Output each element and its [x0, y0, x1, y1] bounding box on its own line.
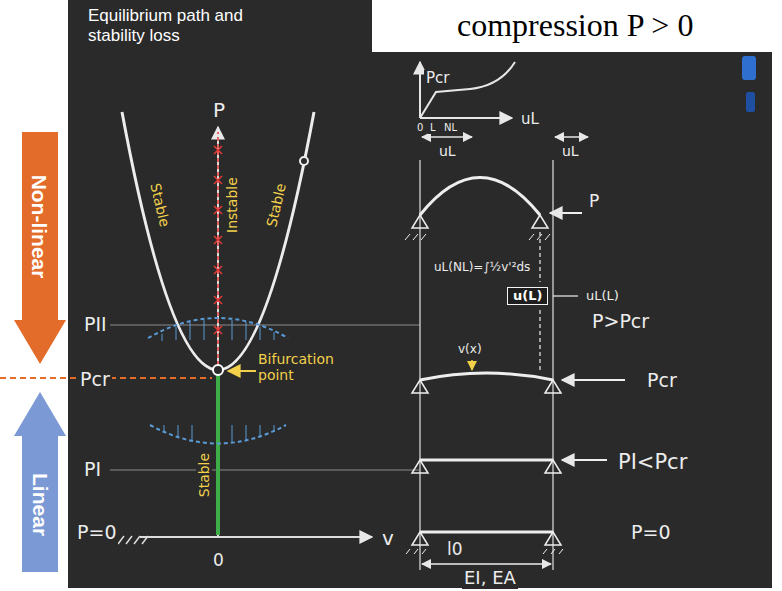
load-level: Pcr: [78, 369, 112, 391]
nonlinear-arrow: Non-linear: [14, 132, 66, 364]
critical-beam: [471, 360, 473, 370]
equilibrium-parabola: [122, 112, 314, 370]
unloaded-beam: [406, 549, 563, 554]
heading-label: compression P > 0: [455, 7, 695, 44]
displacement-box: u(L): [507, 287, 548, 305]
axis-label: uL: [519, 111, 541, 128]
load-level: PI<Pcr: [616, 450, 689, 474]
axis-tick: NL: [442, 122, 459, 134]
buckled-beam: [405, 234, 550, 240]
load-displacement-graph: [420, 117, 512, 119]
deflection-label: v(x): [456, 343, 484, 357]
load-level: P=0: [629, 522, 672, 544]
precritical-beam: [562, 459, 607, 461]
load-displacement-graph: [555, 136, 588, 138]
load-level: Pcr: [645, 370, 679, 392]
linear-arrow: Linear: [14, 392, 66, 572]
critical-beam: [562, 379, 625, 381]
buckled-beam: [412, 215, 548, 228]
buckled-beam: [553, 295, 578, 296]
axis-label: P: [211, 99, 227, 122]
stable-branch: [216, 374, 220, 535]
level-lines: [110, 325, 420, 470]
stable-branch: [218, 374, 219, 535]
blue-marker: [746, 92, 755, 112]
linear-arrow-shape: [14, 392, 66, 572]
stability-label: Stable: [196, 451, 212, 499]
critical-beam: [412, 360, 625, 393]
buckled-beam: [420, 178, 540, 216]
load-level: PII: [82, 314, 109, 336]
column-lines: [420, 160, 553, 570]
load-level: Pcr: [424, 70, 451, 87]
length-label: l0: [445, 540, 465, 560]
arrow-text: Linear: [29, 473, 52, 536]
displacement-label: uL: [437, 143, 458, 159]
load-displacement-graph: [419, 62, 421, 118]
displacement-label: uL(L): [584, 289, 621, 304]
bifurcation-point: [228, 370, 258, 372]
critical-beam: [420, 373, 553, 380]
stability-label: Instable: [224, 175, 240, 235]
graph-axes: [118, 536, 148, 544]
buckled-beam: [539, 310, 540, 372]
unstable-branch: [214, 132, 222, 365]
precritical-beam: [412, 460, 561, 473]
load-level: P>Pcr: [590, 311, 651, 333]
equilibrium-parabola: [300, 157, 308, 165]
board-ground: [68, 0, 772, 588]
critical-beam: [412, 380, 561, 393]
column-lines: [552, 160, 554, 570]
formula-label: uL(NL)=∫½v'²ds: [432, 261, 532, 275]
force-label: P: [587, 192, 601, 212]
load-displacement-graph: [422, 136, 472, 138]
axis-tick: L: [428, 122, 438, 134]
blue-marker: [742, 56, 756, 112]
precritical-beam: [412, 460, 607, 473]
buckled-beam: [405, 178, 582, 373]
column-lines: [419, 160, 421, 570]
load-displacement-graph: [420, 62, 515, 118]
buckled-beam: [550, 212, 582, 214]
unloaded-beam: [406, 532, 563, 564]
blue-marker: [742, 56, 756, 80]
level-lines: [110, 325, 420, 326]
graph-axes: [140, 536, 372, 538]
buckling-mode-curves: [150, 425, 286, 444]
axis-tick: 0: [415, 122, 425, 134]
unstable-branch: [214, 146, 222, 334]
buckled-beam: [539, 232, 540, 282]
bifurcation-point: [213, 365, 223, 375]
origin-label: 0: [211, 551, 226, 571]
bifurcation-label: Bifurcation point: [256, 351, 352, 383]
nonlinear-arrow-shape: [14, 132, 66, 364]
unloaded-beam: [412, 532, 561, 545]
unloaded-beam: [422, 563, 551, 565]
precritical-beam: [420, 459, 553, 462]
load-level: P=0: [75, 522, 118, 544]
level-lines: [110, 470, 420, 471]
board-ground: [372, 0, 782, 52]
stiffness-label: EI, EA: [462, 568, 518, 589]
load-displacement-graph: [420, 62, 588, 137]
displacement-label: uL: [560, 143, 581, 159]
board-ground: [68, 0, 782, 588]
board-title: Equilibrium path and stability loss: [86, 6, 290, 47]
bifurcation-point: [213, 365, 258, 375]
arrow-text: Non-linear: [28, 175, 51, 279]
graph-axes: [217, 127, 219, 537]
buckling-mode-curves: [162, 320, 274, 341]
axis-label: v: [380, 527, 396, 550]
buckling-mode-curves: [164, 425, 274, 442]
unloaded-beam: [420, 531, 553, 534]
equilibrium-parabola: [122, 112, 314, 370]
buckling-mode-curves: [148, 318, 288, 338]
graph-axes: [118, 127, 372, 544]
box-text: u(L): [513, 289, 542, 303]
load-level: PI: [82, 459, 103, 481]
